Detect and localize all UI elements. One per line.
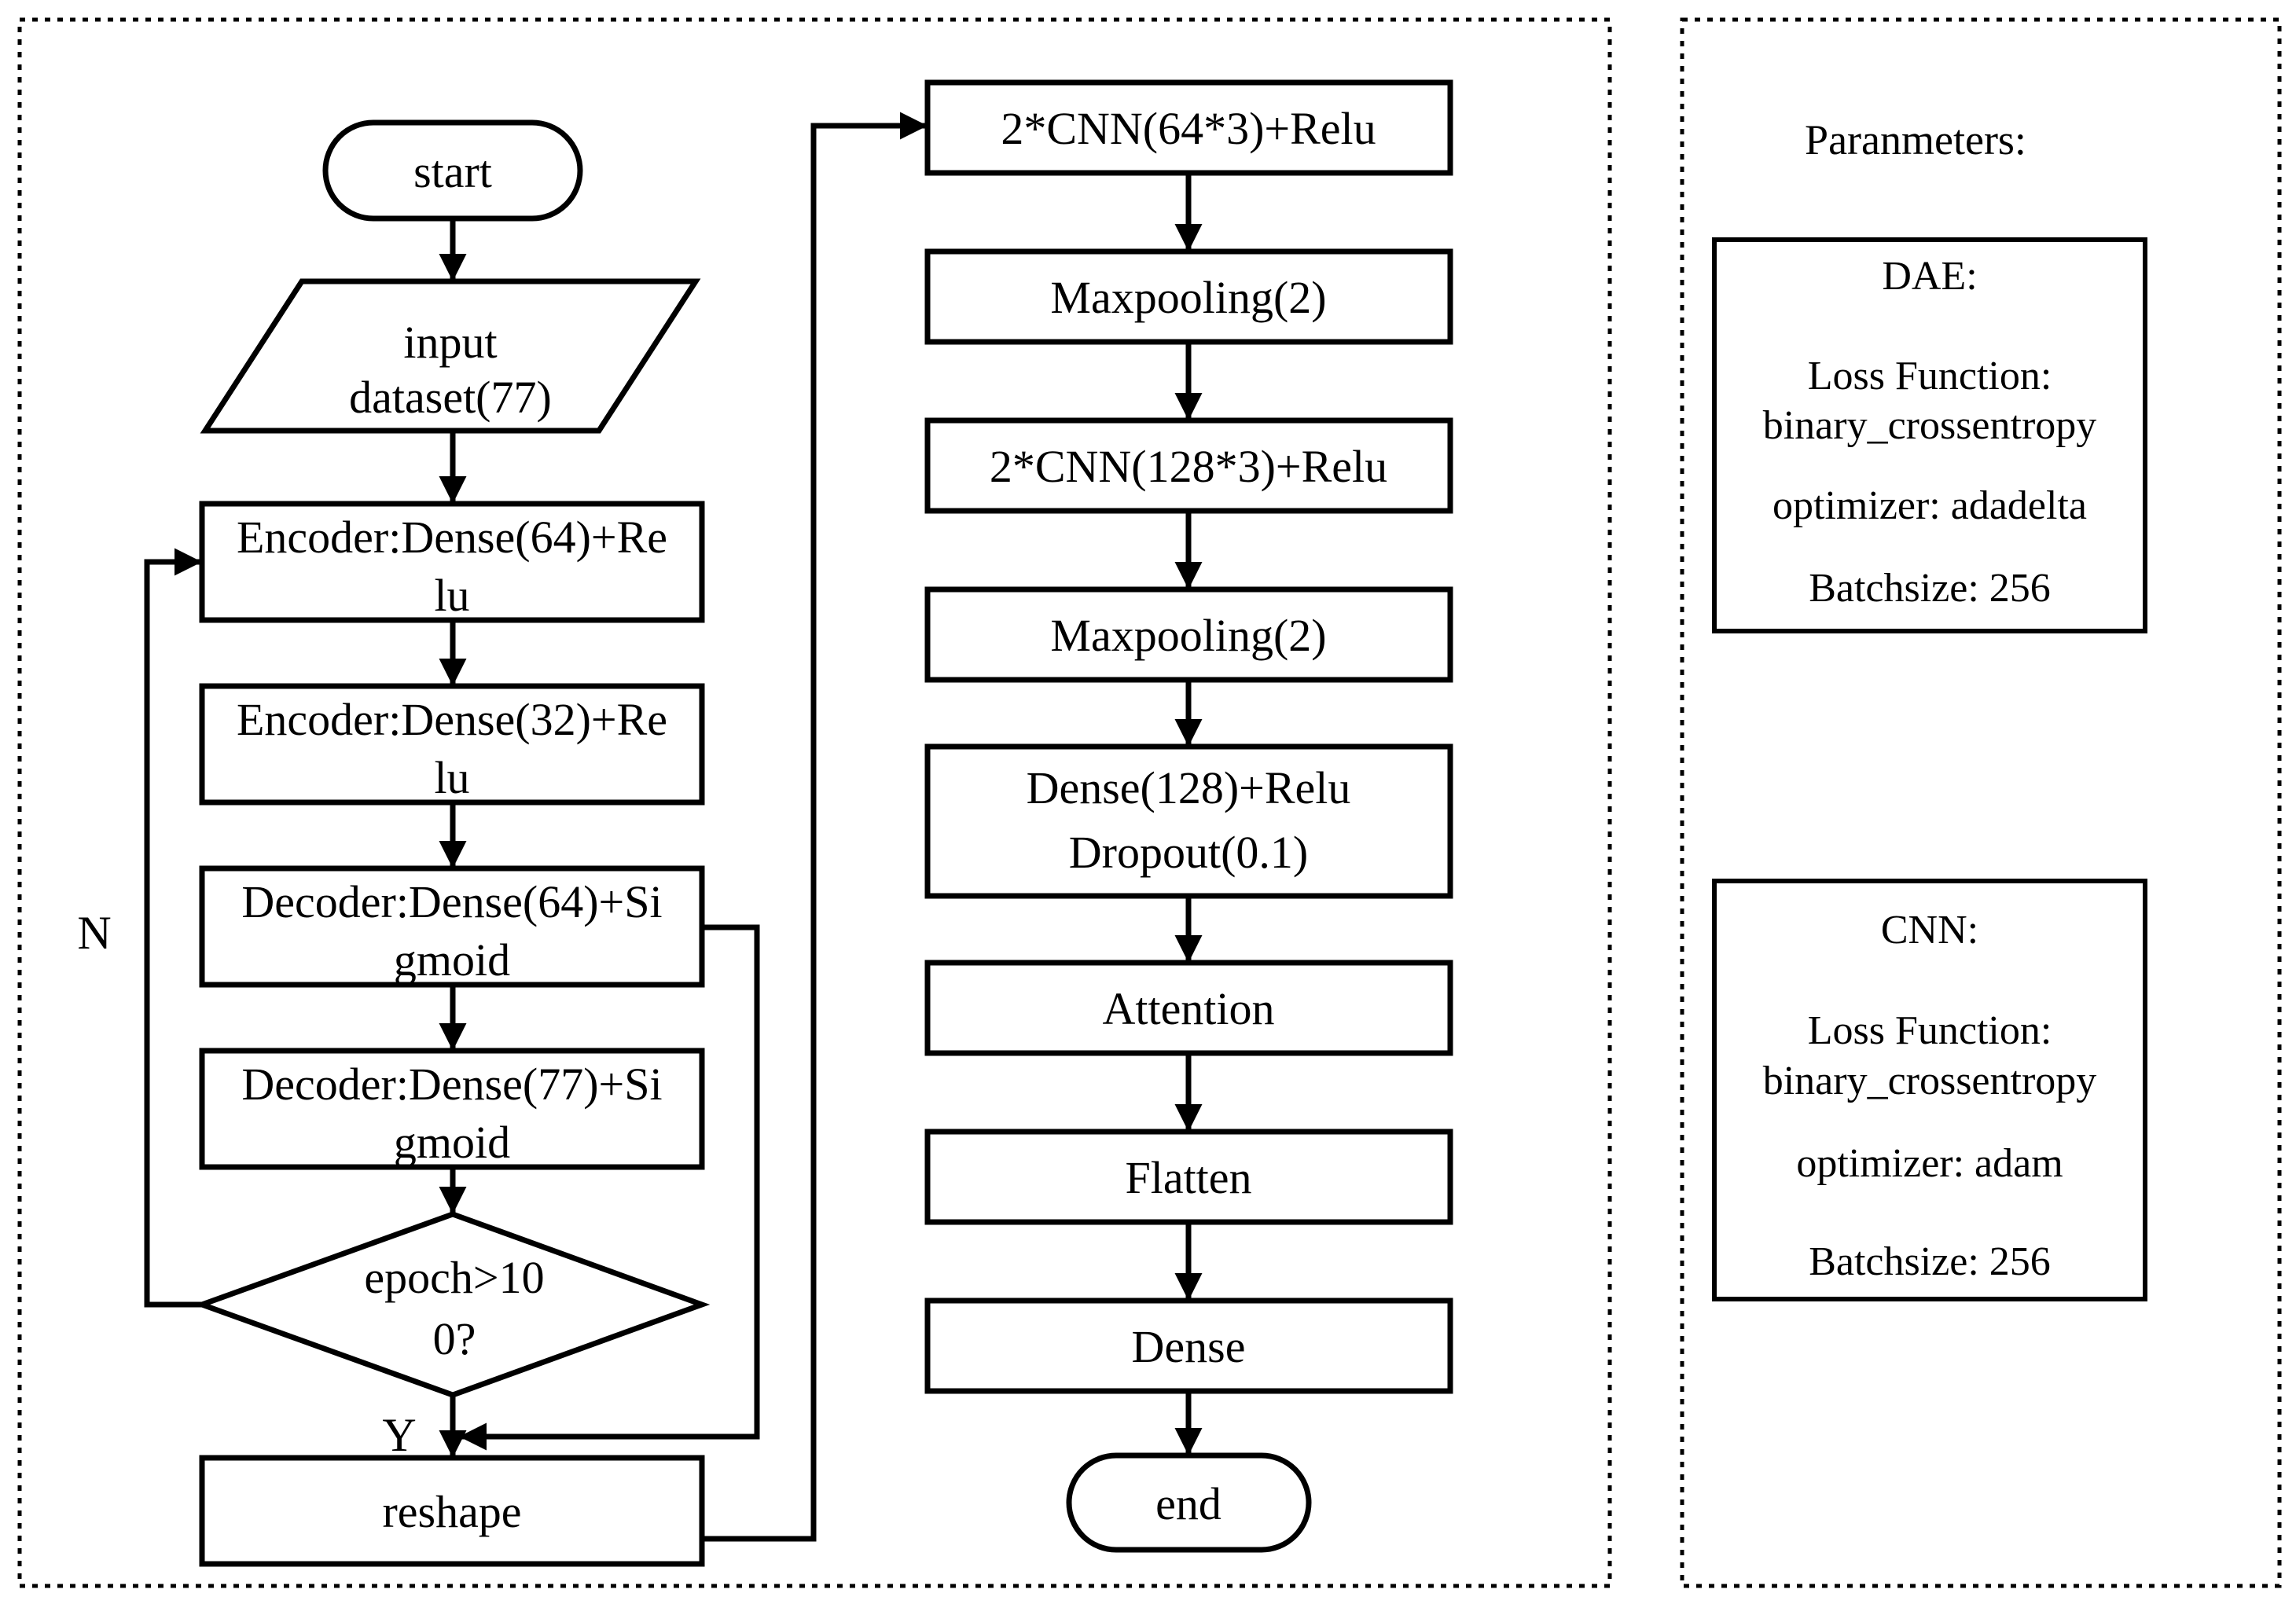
epoch-decision-diamond-shape <box>193 1211 711 1398</box>
encoder64-label-line1: Encoder:Dense(64)+Re <box>237 512 667 563</box>
dae-loss-label: Loss Function: <box>1808 354 2052 398</box>
dense-box-shape <box>924 1298 1453 1394</box>
cnn128-node: 2*CNN(128*3)+Relu <box>924 417 1453 514</box>
start-label: start <box>413 146 492 197</box>
maxpool2-box-shape <box>924 586 1453 683</box>
attention-label: Attention <box>1102 983 1274 1034</box>
cnn-optimizer: optimizer: adam <box>1796 1141 2063 1186</box>
epoch-decision-label-line1: epoch>10 <box>364 1252 544 1303</box>
flowchart-panel-border <box>17 17 1612 1588</box>
maxpool2-node: Maxpooling(2) <box>924 586 1453 683</box>
maxpool1-node: Maxpooling(2) <box>924 248 1453 345</box>
dense128-dropout-node: Dense(128)+Relu Dropout(0.1) <box>924 743 1453 899</box>
cnn128-label: 2*CNN(128*3)+Relu <box>990 441 1387 492</box>
encoder32-node: Encoder:Dense(32)+Re lu <box>199 683 705 806</box>
cnn-batchsize: Batchsize: 256 <box>1809 1239 2051 1284</box>
input-parallelogram-shape <box>200 278 701 434</box>
flatten-node: Flatten <box>924 1129 1453 1225</box>
cnn-loss-value: binary_crossentropy <box>1763 1059 2097 1103</box>
reshape-box-shape <box>199 1455 705 1567</box>
dae-box-shape <box>1712 237 2147 633</box>
decoder77-node: Decoder:Dense(77)+Si gmoid <box>199 1048 705 1170</box>
cnn-loss-label: Loss Function: <box>1808 1008 2052 1053</box>
start-node: start <box>322 119 583 222</box>
maxpool1-box-shape <box>924 248 1453 345</box>
cnn-parameters-box: CNN: Loss Function: binary_crossentropy … <box>1712 879 2147 1301</box>
input-dataset-node: input dataset(77) <box>200 278 701 434</box>
end-label: end <box>1155 1478 1221 1529</box>
decision-no-label: N <box>77 907 111 959</box>
cnn128-box-shape <box>924 417 1453 514</box>
dae-optimizer: optimizer: adadelta <box>1773 483 2087 528</box>
decision-yes-label: Y <box>382 1409 416 1461</box>
maxpool2-label: Maxpooling(2) <box>1050 610 1326 661</box>
edge-decision-no-loop <box>144 548 202 1308</box>
edge-reshape-to-cnn64 <box>702 112 928 1542</box>
epoch-decision-node: epoch>10 0? <box>193 1211 711 1398</box>
encoder32-box-shape <box>199 683 705 806</box>
edge-decoder64-bypass <box>459 924 760 1451</box>
decoder77-box-shape <box>199 1048 705 1170</box>
epoch-decision-label-line2: 0? <box>433 1313 476 1364</box>
dae-loss-value: binary_crossentropy <box>1763 403 2097 448</box>
parameters-title: Paranmeters: <box>1805 116 2026 163</box>
encoder64-label-line2: lu <box>434 570 469 621</box>
cnn64-label: 2*CNN(64*3)+Relu <box>1001 103 1376 154</box>
encoder64-box-shape <box>199 501 705 623</box>
dae-batchsize: Batchsize: 256 <box>1809 566 2051 611</box>
attention-box-shape <box>924 960 1453 1056</box>
encoder64-node: Encoder:Dense(64)+Re lu <box>199 501 705 623</box>
dense-node: Dense <box>924 1298 1453 1394</box>
reshape-node: reshape <box>199 1455 705 1567</box>
cnn64-node: 2*CNN(64*3)+Relu <box>924 79 1453 176</box>
decoder64-box-shape <box>199 865 705 988</box>
dense-label: Dense <box>1132 1321 1246 1372</box>
dense128-label-line2: Dropout(0.1) <box>1069 827 1308 878</box>
reshape-label: reshape <box>382 1486 521 1537</box>
dense128-box-shape <box>924 743 1453 899</box>
decoder64-label-line2: gmoid <box>394 934 510 986</box>
decoder77-label-line1: Decoder:Dense(77)+Si <box>241 1059 662 1110</box>
decoder77-label-line2: gmoid <box>394 1117 510 1168</box>
input-label-line2: dataset(77) <box>349 372 552 423</box>
flatten-label: Flatten <box>1125 1152 1251 1203</box>
dae-parameters-box: DAE: Loss Function: binary_crossentropy … <box>1712 237 2147 633</box>
maxpool1-label: Maxpooling(2) <box>1050 272 1326 323</box>
cnn-box-shape <box>1712 879 2147 1301</box>
dae-heading: DAE: <box>1882 254 1977 299</box>
end-terminator-shape <box>1066 1452 1312 1553</box>
input-label-line1: input <box>403 317 497 368</box>
cnn-heading: CNN: <box>1881 908 1978 952</box>
encoder32-label-line1: Encoder:Dense(32)+Re <box>237 694 667 745</box>
flatten-box-shape <box>924 1129 1453 1225</box>
start-terminator-shape <box>322 119 583 222</box>
encoder32-label-line2: lu <box>434 752 469 803</box>
decoder64-node: Decoder:Dense(64)+Si gmoid <box>199 865 705 988</box>
cnn64-box-shape <box>924 79 1453 176</box>
end-node: end <box>1066 1452 1312 1553</box>
dense128-label-line1: Dense(128)+Relu <box>1027 762 1351 813</box>
attention-node: Attention <box>924 960 1453 1056</box>
decoder64-label-line1: Decoder:Dense(64)+Si <box>241 876 662 927</box>
